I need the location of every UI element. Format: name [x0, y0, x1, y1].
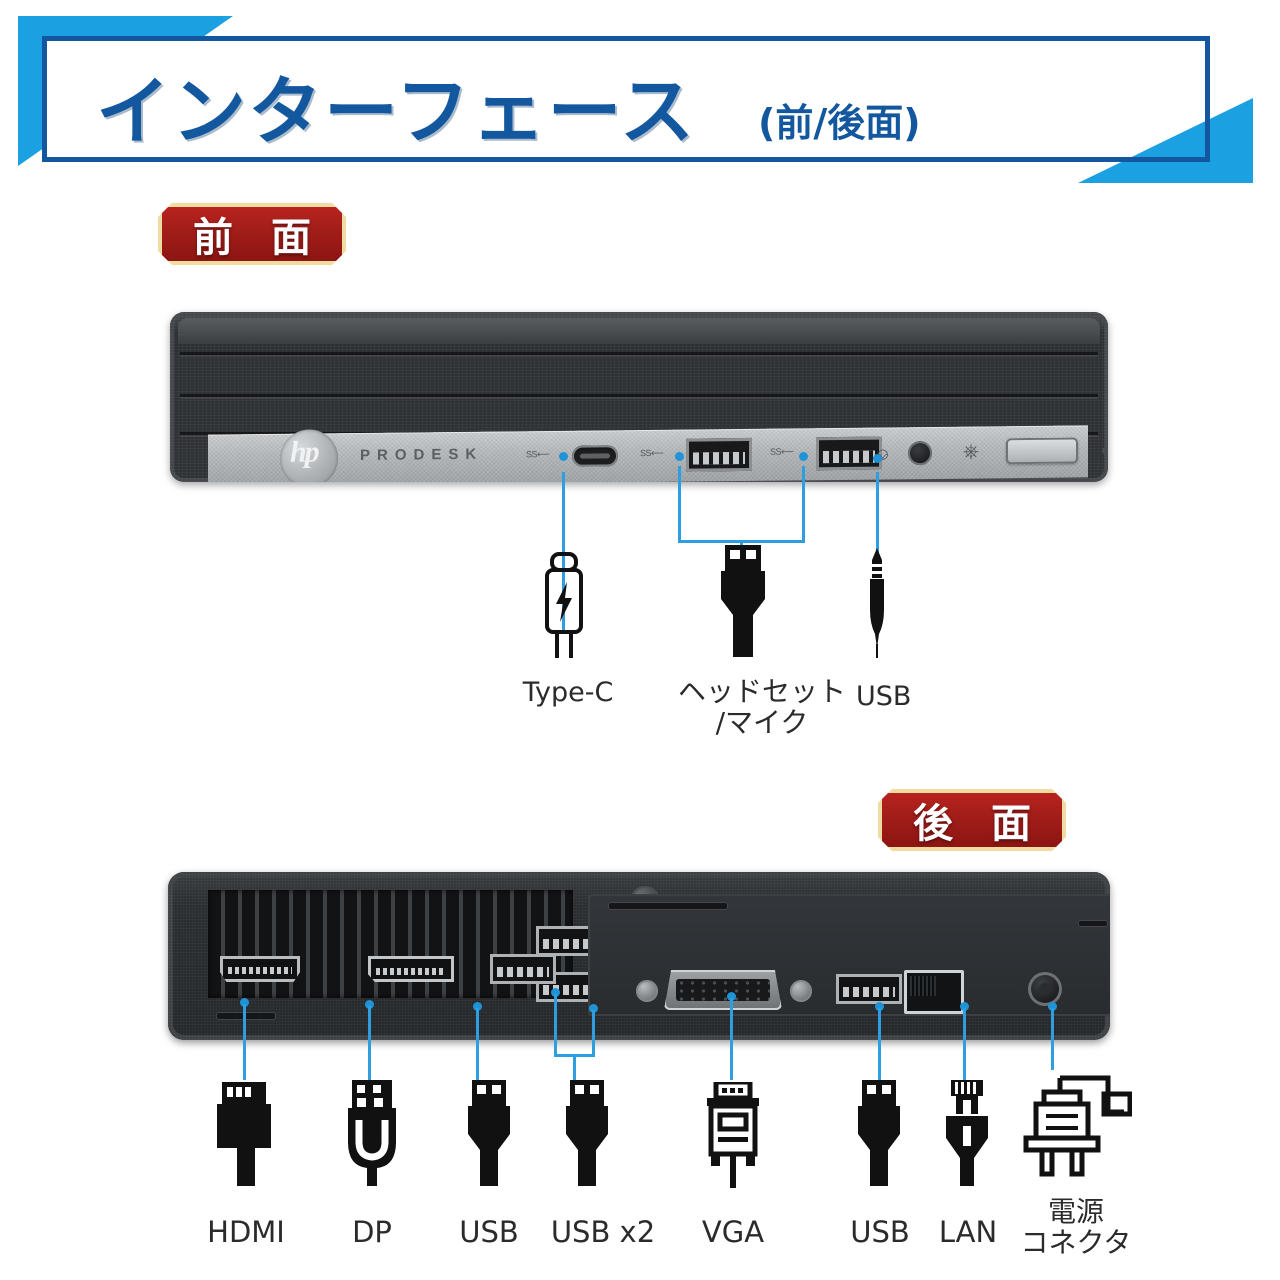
superspeed-icon-3: SS⟵: [770, 446, 794, 457]
rear-bottom-slot: [216, 1012, 276, 1020]
rear-panel-device: 🔒: [168, 872, 1110, 1040]
leader-dot-type-c: [559, 452, 568, 461]
leader-line-usb-right: [878, 1008, 881, 1080]
lan-connector-icon: [938, 1080, 996, 1193]
power-symbol-icon: ⎈: [963, 440, 979, 463]
leader-line-usb: [476, 1008, 479, 1080]
label-usb-x2: USB x2: [550, 1215, 656, 1249]
leader-dot-hdmi: [240, 998, 249, 1007]
leader-line-usb-a-1: [678, 466, 681, 542]
leader-dot-usb-right: [875, 1002, 884, 1011]
leader-line-lan: [963, 1008, 966, 1080]
leader-dot-lan: [960, 1002, 969, 1011]
section-badge-rear-label: 後 面: [913, 801, 1043, 847]
page-title: インターフェース: [96, 69, 696, 155]
front-ridge-1: [180, 352, 1098, 355]
front-top-bevel: [178, 318, 1100, 344]
leader-stem-usb-x2: [573, 1054, 576, 1080]
usb-connector-icon-rear: [458, 1080, 520, 1193]
page-subtitle: (前/後面): [758, 101, 921, 145]
leader-dot-usb-stacked-bottom: [589, 1004, 598, 1013]
audio-plug-icon: [862, 548, 892, 663]
header-frame-border: [42, 36, 1210, 162]
leader-dot-usb-a-2: [799, 452, 808, 461]
displayport-port: [368, 956, 454, 982]
vga-screw-right-icon: [790, 980, 812, 1002]
usb-a-port-1: [686, 437, 752, 472]
displayport-connector-icon: [342, 1080, 402, 1193]
label-usb-front: USB: [856, 681, 912, 712]
leader-line-usb-stacked-top: [554, 994, 557, 1056]
rear-io-plate: [588, 894, 1110, 1016]
label-dp: DP: [352, 1215, 392, 1249]
leader-dot-dp: [365, 1000, 374, 1009]
power-connector-icon: [1012, 1072, 1133, 1185]
power-button[interactable]: [1006, 437, 1078, 465]
leader-dot-audio-jack: [873, 454, 882, 463]
front-panel-device: PRODESK SS⟵ SS⟵ SS⟵ ⎉ ⎈: [170, 312, 1108, 482]
leader-line-usb-a-2: [802, 466, 805, 542]
superspeed-icon-1: SS⟵: [526, 449, 550, 460]
leader-dot-usb-stacked-top: [551, 988, 560, 997]
leader-line-audio-jack: [876, 472, 879, 560]
label-type-c: Type-C: [522, 677, 614, 708]
label-vga: VGA: [701, 1215, 765, 1249]
lan-port: [904, 970, 964, 1014]
label-power-connector: 電源 コネクタ: [1020, 1195, 1132, 1260]
front-ridge-2: [180, 394, 1098, 397]
vga-connector-icon: [700, 1079, 766, 1193]
rear-slot-right: [1078, 920, 1108, 927]
leader-line-hdmi: [243, 1004, 246, 1080]
audio-jack-port: [908, 441, 932, 466]
vga-port: [664, 970, 782, 1010]
prodesk-model-label: PRODESK: [360, 445, 484, 465]
superspeed-icon-2: SS⟵: [640, 447, 664, 459]
usb-connector-icon-x2: [556, 1080, 618, 1193]
type-c-connector-icon: [529, 552, 599, 667]
leader-line-dp: [368, 1006, 371, 1080]
status-led-icon: [1102, 447, 1108, 455]
label-usb-right: USB: [850, 1215, 910, 1249]
label-usb-rear: USB: [459, 1215, 519, 1249]
usb-port-right: [836, 974, 902, 1004]
hdmi-port: [220, 956, 300, 982]
leader-dot-power: [1048, 1002, 1057, 1011]
usb-connector-icon-front: [705, 545, 781, 665]
label-hdmi: HDMI: [207, 1215, 285, 1249]
usb-a-port-2: [816, 436, 882, 471]
usb-port: [490, 954, 556, 984]
leader-line-usb-stacked-bottom: [592, 1010, 595, 1056]
section-badge-front: 前 面: [158, 203, 346, 265]
usb-c-port: [572, 445, 618, 467]
rear-slot-top: [608, 902, 728, 910]
label-lan: LAN: [938, 1215, 998, 1249]
page-header: インターフェース (前/後面): [0, 0, 1280, 190]
hdmi-connector-icon: [212, 1082, 276, 1193]
leader-dot-usb: [473, 1002, 482, 1011]
leader-line-power: [1051, 1008, 1054, 1070]
power-connector-port: [1028, 972, 1062, 1006]
label-headset-mic: ヘッドセット /マイク: [677, 675, 846, 740]
vga-screw-left-icon: [636, 980, 658, 1002]
leader-line-vga: [730, 998, 733, 1080]
leader-dot-usb-a-1: [675, 452, 684, 461]
front-io-strip: PRODESK SS⟵ SS⟵ SS⟵ ⎉ ⎈: [208, 425, 1108, 482]
hp-logo-icon: [280, 429, 338, 482]
section-badge-rear: 後 面: [878, 789, 1066, 851]
section-badge-front-label: 前 面: [193, 215, 323, 261]
leader-dot-vga: [727, 992, 736, 1001]
usb-connector-icon-right: [848, 1080, 910, 1193]
